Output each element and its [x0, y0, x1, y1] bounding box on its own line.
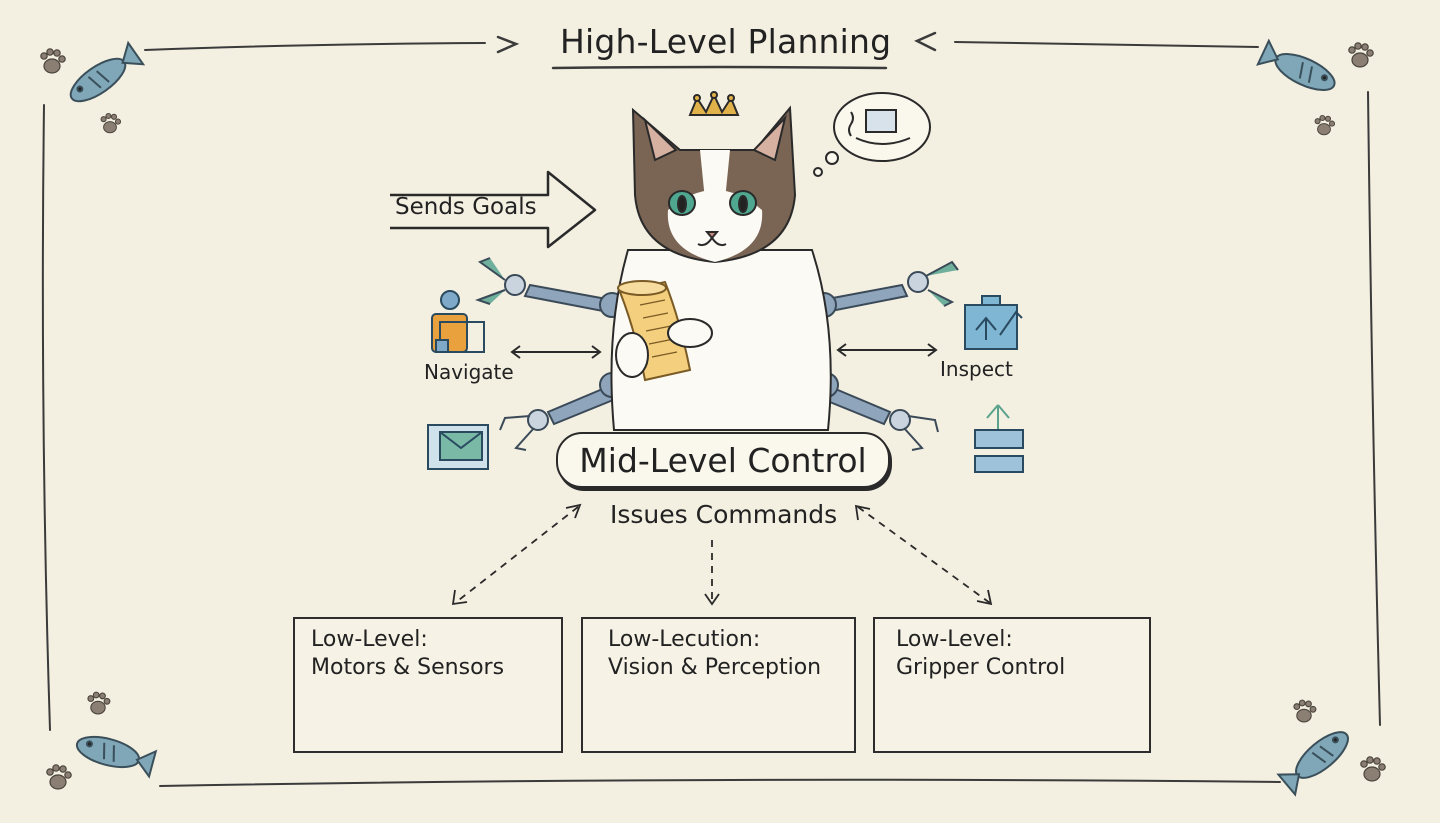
page-title: High-Level Planning: [560, 22, 892, 61]
inspect-label: Inspect: [940, 357, 1013, 381]
fish-icon: [69, 38, 1349, 797]
goals-arrow: [390, 170, 597, 249]
sends-goals-label: Sends Goals: [395, 194, 537, 220]
envelope-icon: [427, 424, 489, 470]
paw-print-icon: [40, 42, 1386, 790]
low-level-box-title: Low-Level:: [896, 627, 1013, 652]
low-level-box-vision: Low-Lecution: Vision & Perception: [581, 617, 856, 753]
low-level-box-subtitle: Vision & Perception: [608, 655, 822, 680]
upload-device-icon: [974, 404, 1024, 473]
mid-level-control-label: Mid-Level Control: [579, 440, 867, 480]
mid-level-control-node: Mid-Level Control: [556, 432, 890, 488]
low-level-box-title: Low-Lecution:: [608, 627, 761, 652]
low-level-box-title: Low-Level:: [311, 627, 428, 652]
navigate-icon: [431, 290, 485, 353]
low-level-box-motors: Low-Level: Motors & Sensors: [293, 617, 563, 753]
thought-bubble: [813, 92, 931, 177]
low-level-box-subtitle: Motors & Sensors: [311, 655, 505, 680]
cat-illustration: [610, 91, 832, 431]
low-level-box-gripper: Low-Level: Gripper Control: [873, 617, 1151, 753]
inspect-tool-icon: [964, 295, 1023, 350]
command-arrows: [454, 506, 991, 604]
low-level-box-subtitle: Gripper Control: [896, 655, 1066, 680]
issues-commands-label: Issues Commands: [610, 500, 838, 529]
sketch-frame: [41, 41, 1381, 787]
navigate-label: Navigate: [424, 360, 514, 384]
scroll-icon: [615, 280, 713, 382]
